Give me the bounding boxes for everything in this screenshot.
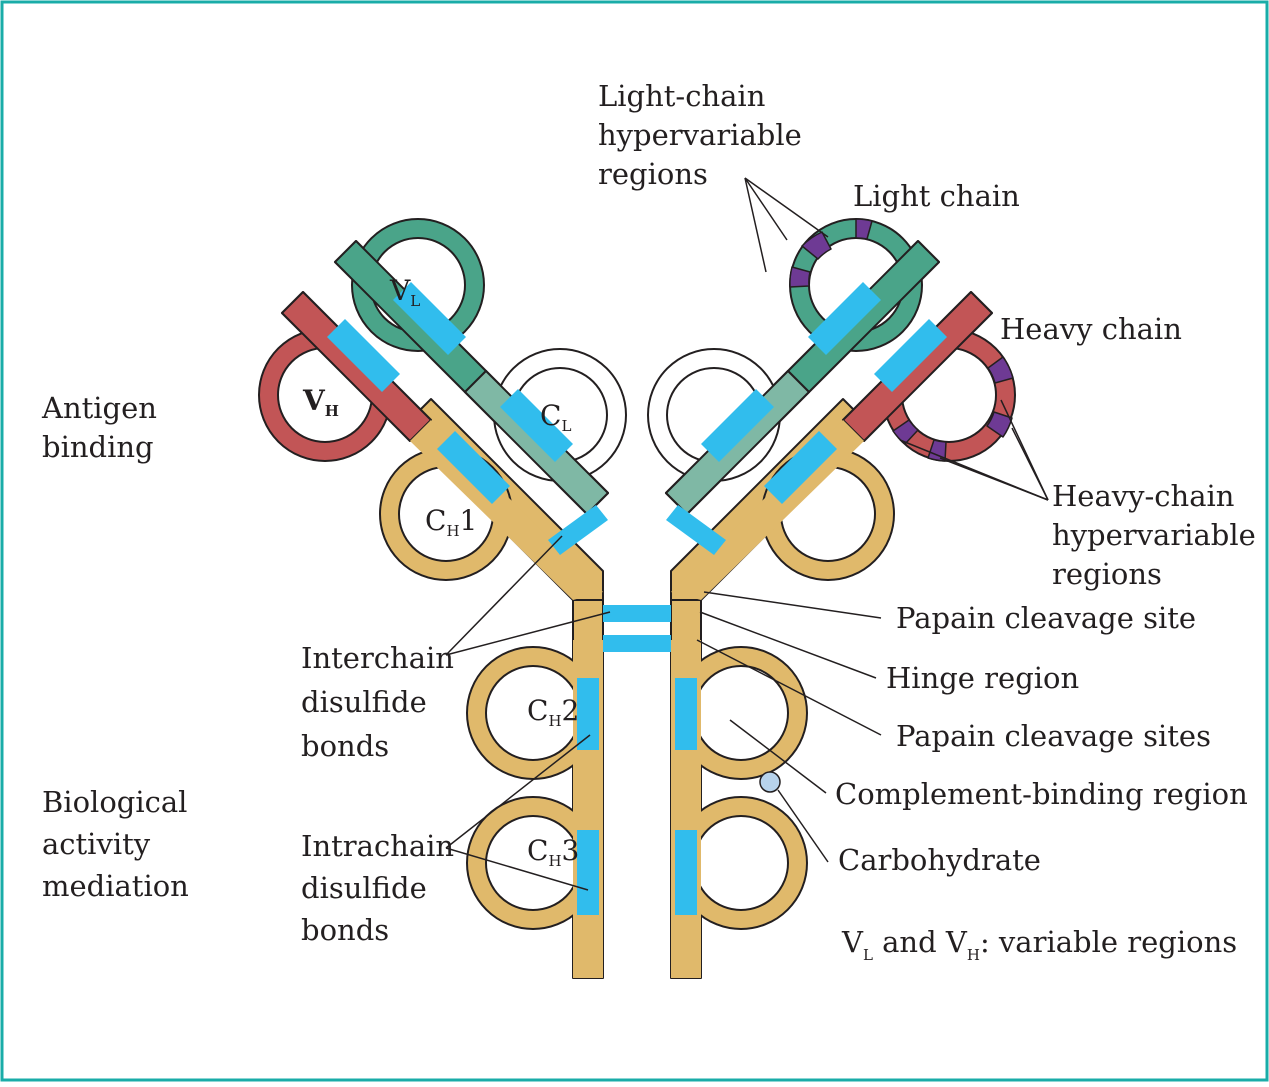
right-fab-arm [648, 219, 1015, 600]
text-labels: Light-chain hypervariable regions Light … [41, 79, 1265, 964]
carbohydrate-label: Carbohydrate [838, 843, 1041, 877]
interchain-bond-lower [603, 635, 671, 652]
papain-site-label: Papain cleavage site [896, 601, 1196, 635]
heavy-chain-label: Heavy chain [1000, 312, 1182, 346]
lc-hypervariable-label: Light-chain hypervariable regions [598, 79, 811, 191]
variable-regions-note: VL and VH: variable regions [841, 925, 1237, 964]
carbohydrate-marker [760, 772, 780, 792]
light-chain-label: Light chain [853, 179, 1020, 213]
interchain-bond-upper [603, 605, 671, 622]
intrachain-bond-ch3-left [577, 830, 599, 915]
complement-region-label: Complement-binding region [835, 777, 1248, 811]
antigen-binding-label: Antigen binding [41, 391, 166, 464]
hinge-region-label: Hinge region [886, 661, 1079, 695]
bio-activity-label: Biological activity mediation [42, 785, 197, 903]
interchain-label: Interchain disulfide bonds [301, 641, 463, 763]
hc-hypervariable-label: Heavy-chain hypervariable regions [1052, 479, 1265, 591]
intrachain-bond-ch3-right [675, 830, 697, 915]
intrachain-bond-ch2-right [675, 678, 697, 750]
fc-stem [467, 600, 807, 978]
intrachain-bond-ch2-left [577, 678, 599, 750]
papain-sites-label: Papain cleavage sites [896, 719, 1211, 753]
intrachain-label: Intrachain disulfide bonds [301, 829, 463, 947]
